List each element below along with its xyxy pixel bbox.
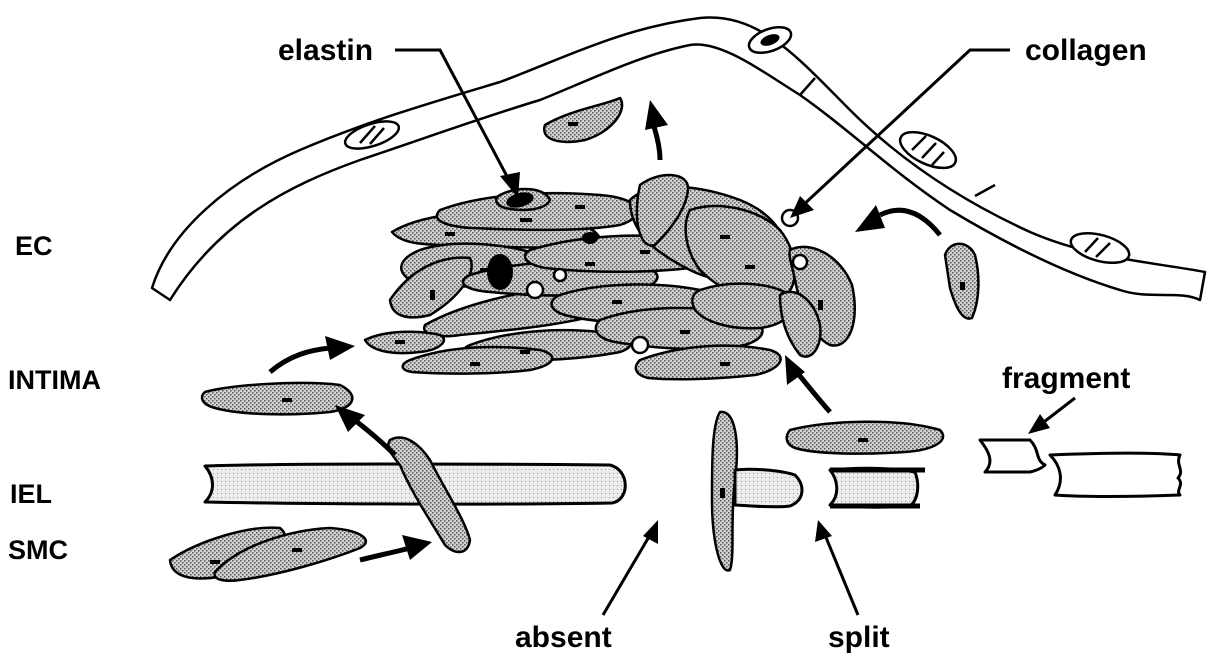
iel-split-right [830,468,918,507]
callout-fragment: fragment [1002,362,1130,395]
iel-fragment-right [1050,453,1181,496]
smc-layer [170,528,366,581]
label-ec: EC [15,231,53,261]
migrating-cell [945,244,978,319]
intima-cell [202,383,352,414]
label-iel: IEL [10,479,52,509]
iel-fragment-left [980,440,1045,472]
callout-collagen: collagen [1025,34,1147,67]
migrating-cell [544,98,622,142]
cell-junction [975,185,995,196]
intima-cell [787,422,943,454]
label-intima: INTIMA [8,365,101,395]
label-smc: SMC [8,535,68,565]
internal-elastic-lamina [205,440,1181,507]
iel-split-left [735,469,802,507]
callout-elastin: elastin [278,34,373,67]
intima-cell [712,412,737,571]
plaque-cell-cluster [365,175,855,379]
callout-split: split [828,621,890,654]
callout-absent: absent [515,621,612,654]
